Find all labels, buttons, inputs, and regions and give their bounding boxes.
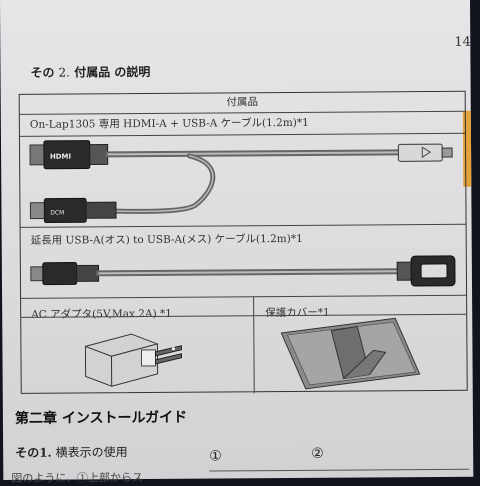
subsection-number: 1.	[39, 445, 52, 460]
usb-label: DCM	[50, 209, 64, 216]
chapter-title: 第二章 インストールガイド	[14, 409, 188, 427]
section-heading: 付属品 の説明	[74, 64, 151, 80]
section-number: 2.	[58, 65, 71, 80]
subsection-prefix: その	[15, 445, 40, 460]
item-label-ac-adapter: AC アダプタ(5V,Max.2A) *1	[31, 307, 172, 321]
section-prefix: その	[30, 65, 55, 80]
marker-1: ①	[209, 448, 222, 465]
marker-2: ②	[311, 445, 324, 462]
protective-cover-illustration	[280, 317, 421, 390]
hdmi-usb-cable-illustration: HDMI DCM	[29, 140, 453, 224]
cut-off-text: 図のように、①上部からス	[11, 471, 144, 485]
subsection-heading: 横表示の使用	[55, 445, 128, 460]
ac-adapter-illustration	[84, 333, 183, 387]
hdmi-label: HDMI	[50, 153, 71, 161]
figure-frame-edge	[209, 468, 470, 472]
item-label-hdmi-cable: On-Lap1305 専用 HDMI-A + USB-A ケーブル(1.2m)*…	[19, 111, 465, 137]
column-divider	[253, 296, 255, 394]
page-number: 14	[454, 34, 471, 50]
subsection-title: その1. 横表示の使用	[15, 443, 128, 461]
extension-cable-illustration	[30, 255, 456, 287]
accessories-table: 付属品 On-Lap1305 専用 HDMI-A + USB-A ケーブル(1.…	[18, 90, 468, 394]
